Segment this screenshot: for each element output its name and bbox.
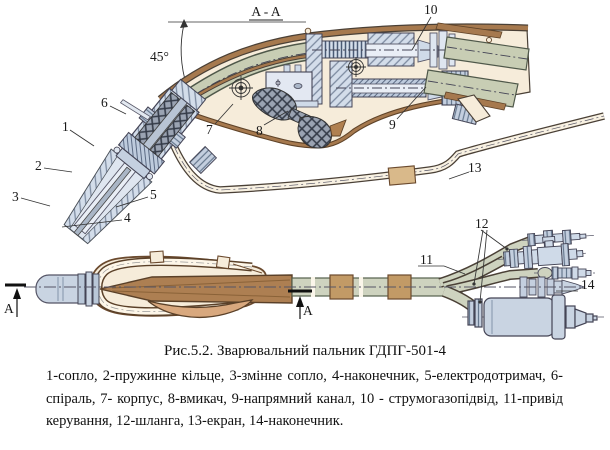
connector-cylinder	[462, 294, 604, 340]
callout-11: 11	[420, 252, 433, 267]
feed-mechanism	[305, 30, 470, 108]
shield-tube	[170, 94, 605, 194]
grip	[99, 274, 293, 319]
section-mark-left: A	[4, 283, 26, 317]
callout-12: 12	[475, 216, 489, 231]
section-view-a-a: 45° A - A	[12, 2, 605, 245]
side-view: A A 12 11 14	[4, 216, 604, 340]
figure-caption-legend: 1-сопло, 2-пружинне кільце, 3-змінне соп…	[46, 368, 563, 429]
callout-8: 8	[256, 123, 263, 138]
nozzle-assembly	[63, 78, 207, 245]
callout-3: 3	[12, 189, 19, 204]
hose-fitting-valve	[497, 235, 588, 270]
side-view-callouts	[418, 229, 578, 304]
trigger	[252, 87, 347, 149]
callout-13: 13	[468, 160, 482, 175]
section-view-callouts	[20, 16, 470, 228]
callout-4: 4	[124, 210, 131, 225]
callout-5: 5	[150, 187, 157, 202]
screw-target-icon	[346, 57, 366, 77]
callout-1: 1	[62, 119, 69, 134]
callout-7: 7	[206, 122, 213, 137]
section-mark-left-label: A	[4, 301, 14, 316]
hose-fitting-middle	[534, 266, 598, 280]
callout-10: 10	[424, 2, 438, 17]
hose-branches	[438, 236, 539, 316]
section-title: A - A	[249, 4, 283, 21]
callout-2: 2	[35, 158, 42, 173]
main-cable	[291, 274, 463, 300]
nozzle-cylinder	[35, 271, 100, 307]
section-title-label: A - A	[251, 4, 281, 19]
cable-bands-right	[423, 22, 530, 125]
screw-target-icon	[229, 76, 253, 100]
hose-fitting-top	[521, 229, 594, 248]
section-mark-right-label: A	[303, 303, 313, 318]
section-mark-right: A	[288, 289, 313, 319]
angle-label: 45°	[150, 49, 169, 64]
callout-6: 6	[101, 95, 108, 110]
callout-9: 9	[389, 117, 396, 132]
callout-14: 14	[581, 277, 595, 292]
figure-caption-title: Рис.5.2. Зварювальний пальник ГДПГ-501-4	[164, 343, 446, 359]
